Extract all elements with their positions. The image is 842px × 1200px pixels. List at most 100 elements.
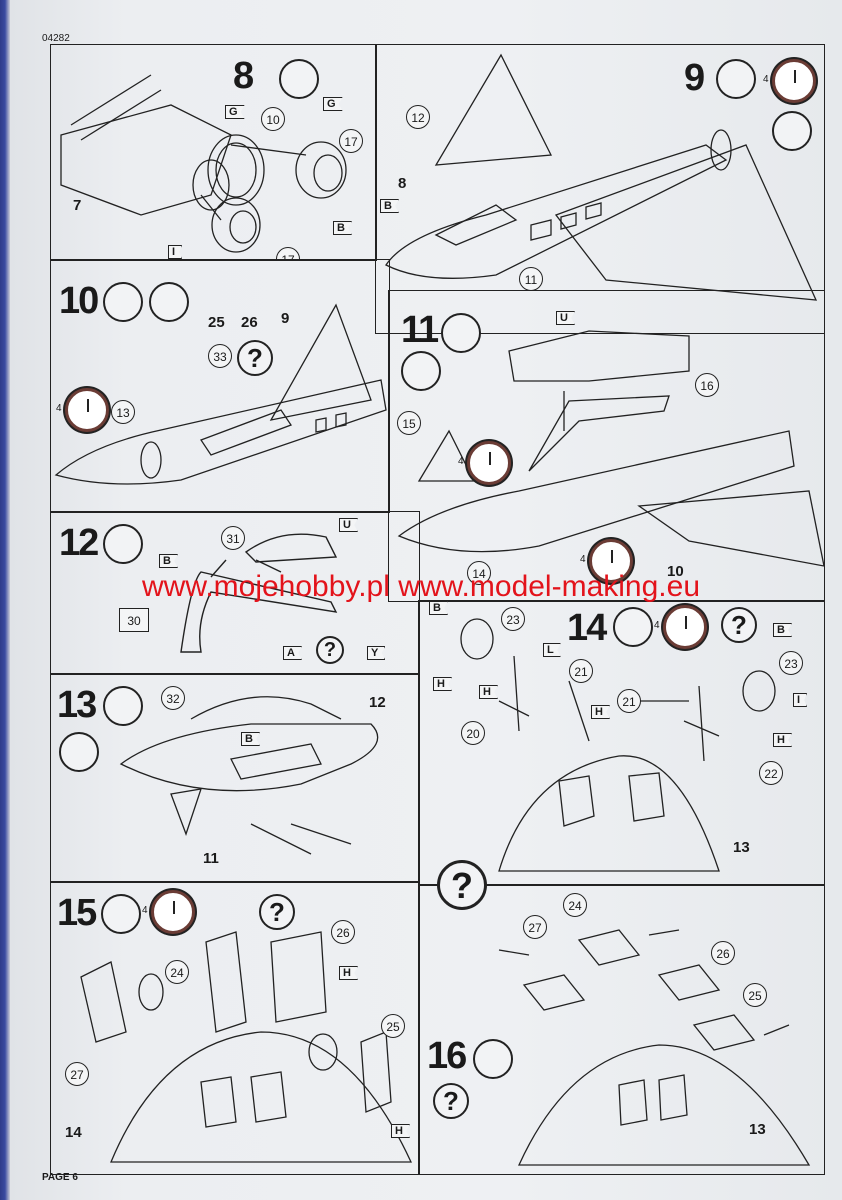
part-label: 12 — [369, 694, 386, 711]
sprue-tag: H — [773, 733, 792, 747]
step-8-panel: 8 10 17 17 7 G G B I B — [50, 44, 377, 261]
part-callout: 23 — [501, 607, 525, 631]
part-callout: 27 — [523, 915, 547, 939]
glue-tube-icon — [101, 894, 141, 934]
part-callout: 33 — [208, 344, 232, 368]
page-number: PAGE 6 — [42, 1172, 78, 1183]
step-13-panel: 13 32 12 B 11 — [50, 673, 420, 883]
check-question-icon: ? — [259, 894, 295, 930]
part-callout: 26 — [331, 920, 355, 944]
step-9-panel: 9 4 12 11 8 B — [375, 44, 825, 334]
part-callout: 26 — [711, 941, 735, 965]
step-16-drawing — [498, 929, 811, 1166]
step-12-panel: 12 31 B U 30 A ? Y — [50, 511, 420, 675]
step-13-drawing — [119, 696, 379, 855]
step-number: 12 — [59, 522, 99, 564]
glue-tube-icon — [441, 313, 481, 353]
step-14-panel: 14 4 ? B 23 L 21 H H H 20 21 B 23 I H 22… — [418, 600, 825, 886]
check-question-icon: ? — [433, 1083, 469, 1119]
part-callout: 10 — [261, 107, 285, 131]
sprue-tag: B — [333, 221, 352, 235]
step-number: 16 — [427, 1035, 467, 1077]
part-label: 26 — [241, 314, 258, 331]
glue-tube-icon — [716, 59, 756, 99]
step-8-drawing — [60, 74, 347, 253]
sprue-tag: H — [391, 1124, 410, 1138]
part-label: 25 — [208, 314, 225, 331]
check-question-icon: ? — [316, 636, 344, 664]
step-10-drawing — [54, 303, 387, 485]
step-15-panel: 15 4 ? 26 H 24 27 25 H 14 — [50, 881, 420, 1175]
part-label: 11 — [203, 850, 219, 867]
step-11-panel: 11 U 16 15 4 4 14 10 — [388, 290, 825, 602]
part-label: 13 — [733, 839, 750, 856]
part-callout: 20 — [461, 721, 485, 745]
step-number: 9 — [684, 57, 705, 99]
glue-tube-icon — [103, 282, 143, 322]
decal-tape-icon — [401, 351, 441, 391]
part-callout: 24 — [165, 960, 189, 984]
part-callout: 15 — [397, 411, 421, 435]
step-number: 8 — [233, 55, 254, 97]
step-number: 10 — [59, 280, 99, 322]
step-12-drawing — [180, 533, 338, 653]
glue-tube-icon — [103, 686, 143, 726]
part-callout: 16 — [695, 373, 719, 397]
step-9-drawing — [385, 53, 818, 301]
step-10-panel: 10 25 26 9 33 ? 4 13 — [50, 259, 390, 513]
step-number: 15 — [57, 892, 97, 934]
sprue-tag: B — [429, 601, 448, 615]
part-label: 7 — [73, 197, 82, 214]
sprue-tag: A — [283, 646, 302, 660]
sprue-tag: H — [479, 685, 498, 699]
step-14-drawing — [460, 618, 776, 872]
check-question-icon: ? — [721, 607, 757, 643]
check-question-icon: ? — [237, 340, 273, 376]
part-callout: 25 — [381, 1014, 405, 1038]
drying-time-clock-icon: 4 — [763, 59, 816, 103]
part-callout: 21 — [617, 689, 641, 713]
drying-time-clock-icon: 4 — [580, 539, 633, 583]
step-number: 11 — [401, 309, 439, 351]
sprue-tag: I — [168, 245, 183, 259]
part-label: 10 — [667, 563, 684, 580]
part-label: 13 — [749, 1121, 766, 1138]
decal-tape-icon — [59, 732, 99, 772]
part-callout: 24 — [563, 893, 587, 917]
part-callout: 13 — [111, 400, 135, 424]
check-question-icon: ? — [437, 860, 487, 910]
drying-time-clock-icon: 4 — [56, 388, 109, 432]
glue-tube-icon — [613, 607, 653, 647]
step-16-panel: 24 27 26 25 16 ? 13 — [418, 884, 825, 1175]
step-number: 14 — [567, 607, 607, 649]
part-callout: 12 — [406, 105, 430, 129]
drying-time-clock-icon: 4 — [142, 890, 195, 934]
part-callout: 27 — [65, 1062, 89, 1086]
drying-time-clock-icon: 4 — [654, 605, 707, 649]
part-label: 14 — [65, 1124, 82, 1141]
part-callout: 23 — [779, 651, 803, 675]
glue-tube-icon — [473, 1039, 513, 1079]
part-callout: 14 — [467, 561, 491, 585]
glue-tube-icon — [279, 59, 319, 99]
part-callout: 11 — [519, 267, 543, 291]
kit-code: 04282 — [42, 33, 70, 44]
step-11-drawing — [397, 330, 824, 567]
part-callout: 17 — [339, 129, 363, 153]
drying-time-clock-icon: 4 — [458, 441, 511, 485]
part-callout: 31 — [221, 526, 245, 550]
part-callout: 32 — [161, 686, 185, 710]
step-15-drawing — [80, 931, 413, 1163]
decal-tape-icon — [772, 111, 812, 151]
part-label: 9 — [281, 310, 290, 327]
glue-tube-icon — [103, 524, 143, 564]
binding-edge — [0, 0, 10, 1200]
step-number: 13 — [57, 684, 97, 726]
decal-tape-icon — [149, 282, 189, 322]
part-callout: 25 — [743, 983, 767, 1007]
sprue-tag: B — [241, 732, 260, 746]
watermark: www.mojehobby.pl www.model-making.eu — [141, 570, 701, 603]
part-callout: 22 — [759, 761, 783, 785]
part-callout: 21 — [569, 659, 593, 683]
